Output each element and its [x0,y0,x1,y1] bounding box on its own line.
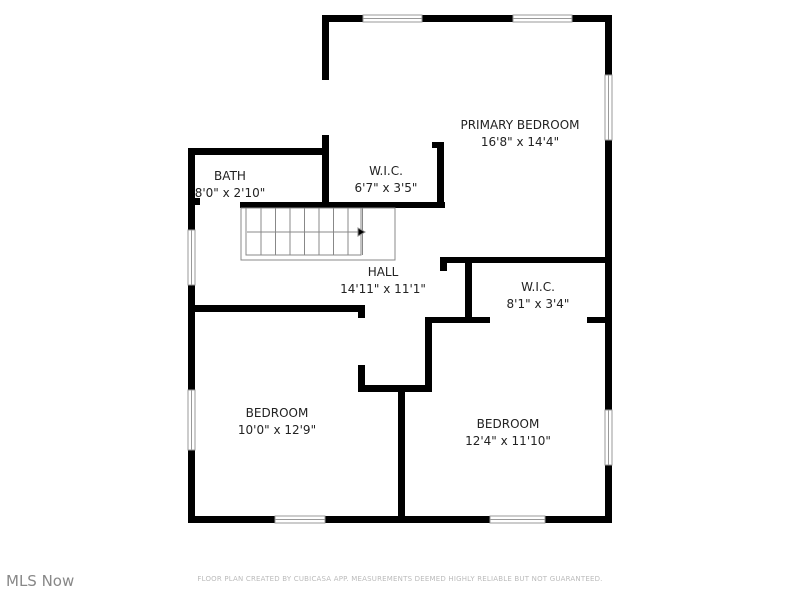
room-primary-bedroom: PRIMARY BEDROOM 16'8" x 14'4" [460,117,579,151]
disclaimer: FLOOR PLAN CREATED BY CUBICASA APP. MEAS… [197,575,603,583]
staircase [240,207,396,261]
stair-outline [240,207,396,261]
wall [188,148,329,155]
wall [358,365,365,392]
room-size: 12'4" x 11'10" [465,434,551,448]
room-size: 10'0" x 12'9" [237,423,317,437]
room-name: BEDROOM [245,406,309,420]
wall [358,305,365,318]
wall [322,135,329,208]
wall [188,148,195,523]
wall [425,317,432,392]
room-hall: HALL 14'11" x 11'1" [340,264,426,298]
room-size: 16'8" x 14'4" [480,135,560,149]
room-bedroom-2: BEDROOM 12'4" x 11'10" [465,416,551,450]
room-size: 8'0" x 2'10" [194,186,266,200]
stair-arrow-icon [357,227,367,237]
wall [358,385,432,392]
wall [437,142,444,208]
wall [188,198,200,205]
wall [188,516,612,523]
room-wic-1: W.I.C. 6'7" x 3'5" [355,163,418,197]
wall [188,305,365,312]
room-size: 14'11" x 11'1" [340,282,426,296]
wall [432,142,444,148]
wall [465,260,472,322]
mls-now-logo: MLS Now [6,572,75,590]
room-wic-2: W.I.C. 8'1" x 3'4" [507,279,570,313]
room-name: HALL [367,265,399,279]
wall [426,317,490,323]
wall [440,257,447,271]
wall [398,392,405,523]
wall [587,317,612,323]
room-name: BATH [214,169,246,183]
room-bath: BATH 8'0" x 2'10" [195,168,266,202]
wall [322,15,329,80]
wall [322,15,612,22]
wall [440,257,612,263]
wall [240,202,445,208]
room-name: W.I.C. [521,280,555,294]
room-name: PRIMARY BEDROOM [460,118,580,132]
room-size: 8'1" x 3'4" [506,297,570,311]
room-bedroom-1: BEDROOM 10'0" x 12'9" [238,405,316,439]
room-name: W.I.C. [369,164,403,178]
wall [605,15,612,523]
room-size: 6'7" x 3'5" [354,181,418,195]
room-name: BEDROOM [476,417,540,431]
